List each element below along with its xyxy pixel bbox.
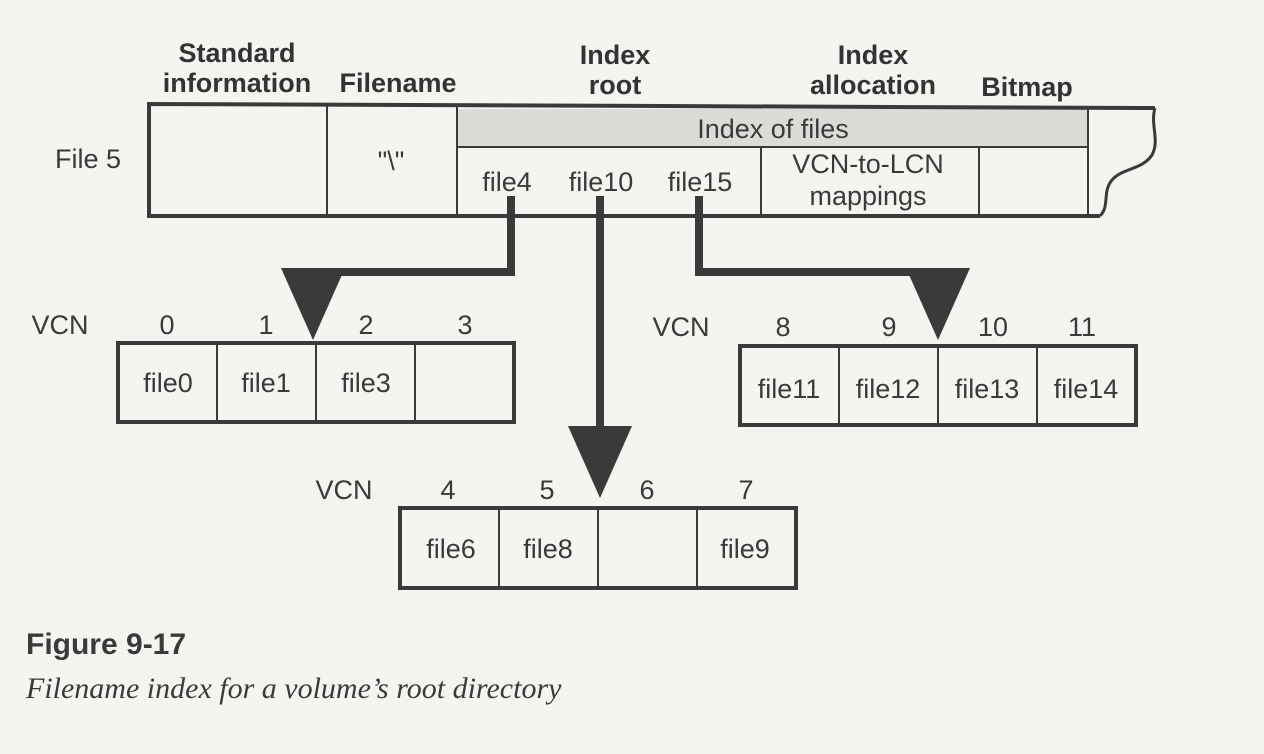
header-standard-information-line2: information <box>163 68 312 98</box>
file-5-record <box>147 101 1157 218</box>
index-block-entry: file3 <box>341 368 391 398</box>
header-index-allocation-line2: allocation <box>810 70 936 100</box>
vcn-number: 5 <box>539 475 554 505</box>
vcn-number: 4 <box>440 475 455 505</box>
vcn-number: 7 <box>738 475 753 505</box>
index-block-entry: file1 <box>241 368 291 398</box>
index-entry-file15: file15 <box>668 167 733 197</box>
index-of-files-band <box>457 109 1087 147</box>
index-block-vcn-8-11 <box>738 344 1138 427</box>
vcn-label: VCN <box>652 312 709 342</box>
vcn-number: 1 <box>258 310 273 340</box>
mappings-line1: VCN-to-LCN <box>792 149 944 179</box>
header-standard-information-line1: Standard <box>178 38 295 68</box>
header-filename: Filename <box>339 68 456 98</box>
vcn-number: 11 <box>1068 312 1096 342</box>
mappings-line2: mappings <box>809 181 926 211</box>
index-block-entry: file6 <box>426 534 476 564</box>
vcn-number: 8 <box>775 312 790 342</box>
index-block-entry: file12 <box>856 374 921 404</box>
index-of-files-label: Index of files <box>697 114 849 144</box>
vcn-number: 2 <box>358 310 373 340</box>
file-record-label: File 5 <box>55 144 121 174</box>
filename-value: "\" <box>378 146 405 176</box>
header-index-allocation-line1: Index <box>838 40 909 70</box>
index-block-entry: file11 <box>758 374 821 404</box>
index-block-entry: file9 <box>720 534 770 564</box>
figure-number: Figure 9-17 <box>26 628 187 661</box>
record-torn-edge <box>1098 107 1157 218</box>
index-block-vcn-4-7 <box>398 506 798 590</box>
vcn-number: 10 <box>978 312 1008 342</box>
vcn-number: 0 <box>159 310 174 340</box>
header-bitmap: Bitmap <box>981 72 1073 102</box>
header-index-root-line1: Index <box>580 40 651 70</box>
vcn-label: VCN <box>31 310 88 340</box>
arrow-file4-to-vcn0-3 <box>281 196 515 340</box>
index-block-entry: file0 <box>143 368 193 398</box>
record-outline <box>147 101 1156 218</box>
index-block-entry: file8 <box>523 534 573 564</box>
header-index-root-line2: root <box>589 70 641 100</box>
index-block-entry: file14 <box>1054 374 1119 404</box>
vcn-number: 9 <box>881 312 896 342</box>
vcn-number: 6 <box>639 475 654 505</box>
vcn-number: 3 <box>457 310 472 340</box>
figure-caption: Filename index for a volume’s root direc… <box>26 672 562 705</box>
index-entry-file10: file10 <box>569 167 634 197</box>
vcn-label: VCN <box>315 475 372 505</box>
index-entry-file4: file4 <box>482 167 532 197</box>
ntfs-index-diagram: Standard information Filename Index root… <box>31 38 1157 590</box>
index-block-vcn-0-3 <box>116 341 516 424</box>
arrow-file15-to-vcn8-11 <box>695 196 970 340</box>
index-block-entry: file13 <box>955 374 1020 404</box>
